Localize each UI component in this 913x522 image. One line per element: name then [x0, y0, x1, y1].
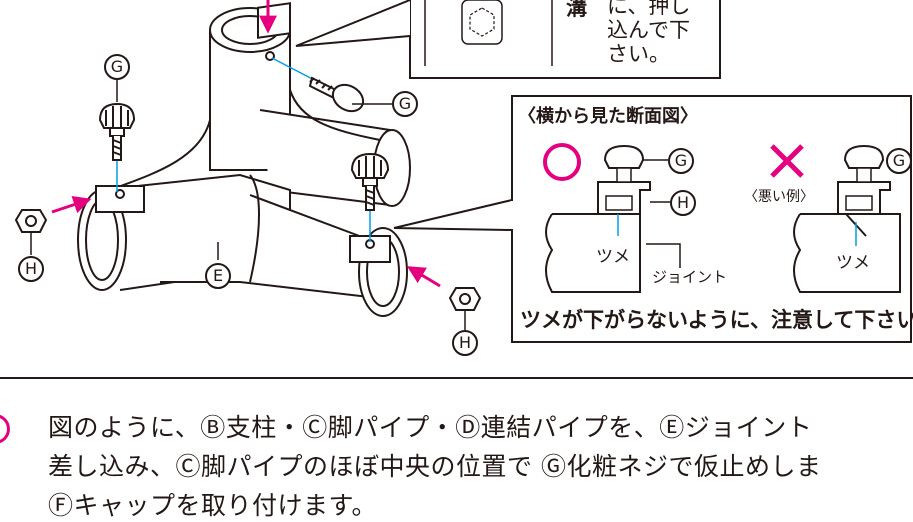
good-mark — [543, 143, 581, 181]
screw-left — [98, 102, 136, 161]
section-warning-text: ツメが下がらないように、注意して下さい。 — [520, 308, 913, 332]
part-g-label-left: G — [104, 54, 130, 80]
section-view-box — [393, 95, 912, 343]
screw-back — [308, 76, 365, 113]
callout-line-2: 込んで下 — [607, 18, 690, 42]
instruction-line-2: 差し込み、Ⓒ脚パイプのほぼ中央の位置で Ⓖ化粧ネジで仮止めしま — [48, 452, 822, 481]
bad-example-label: 〈悪い例〉 — [744, 189, 814, 205]
tab-label-good: ツメ — [596, 247, 630, 267]
part-h-label-right: H — [452, 330, 478, 356]
part-h-label-left: H — [18, 256, 44, 282]
tab-label-bad: ツメ — [836, 253, 870, 273]
callout-line-3: さい。 — [607, 42, 670, 66]
part-g-label-right: G — [392, 91, 418, 117]
instruction-line-1: 図のように、Ⓑ支柱・Ⓒ脚パイプ・Ⓓ連結パイプを、Ⓔジョイント — [48, 413, 813, 442]
leader-lines — [30, 80, 466, 330]
nut-right — [448, 287, 482, 311]
bad-mark — [770, 144, 804, 178]
callout-label: 溝 — [566, 0, 587, 20]
groove-icon — [461, 0, 503, 45]
part-e-label: E — [205, 263, 231, 289]
joint-assembly-diagram — [14, 0, 912, 343]
insert-arrows — [51, 0, 441, 288]
step-number-circle — [0, 414, 10, 444]
section-part-g-good: G — [668, 148, 694, 174]
instruction-line-3: Ⓕキャップを取り付けます。 — [48, 491, 378, 520]
top-callout-box — [295, 0, 721, 79]
callout-line-1: に、押し — [607, 0, 691, 18]
section-divider — [0, 377, 913, 379]
section-part-h-good: H — [670, 190, 696, 216]
section-view-title: 〈横から見た断面図〉 — [518, 106, 698, 127]
screw-right — [350, 152, 390, 211]
nut-left — [14, 209, 48, 233]
section-part-g-bad: G — [886, 148, 912, 174]
joint-label: ジョイント — [652, 268, 728, 286]
